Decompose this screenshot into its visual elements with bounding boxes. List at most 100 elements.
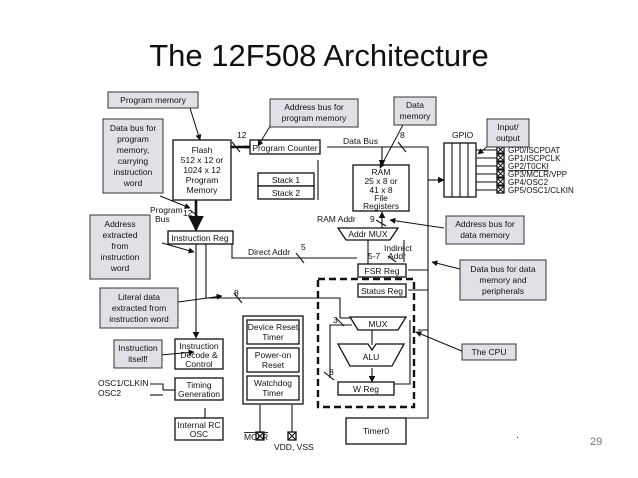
svg-text:Input/: Input/	[497, 122, 519, 132]
pin-label: GP1/ISCPCLK	[508, 154, 561, 163]
reset-timer-group: Device Reset Timer Power-on Reset Watchd…	[242, 315, 304, 405]
svg-text:Data bus for data: Data bus for data	[470, 264, 535, 274]
w-reg-block: W Reg	[337, 381, 395, 396]
svg-text:Timer: Timer	[262, 388, 284, 398]
callout-data-bus-data: Data bus for data memory and peripherals	[459, 259, 547, 301]
indirect-addr-label: Addr	[388, 251, 406, 261]
svg-text:Stack 2: Stack 2	[272, 188, 301, 198]
svg-text:Generation: Generation	[178, 389, 220, 399]
footer-dot: ·	[516, 432, 519, 442]
pin-x-marks	[496, 145, 505, 194]
svg-text:Timing: Timing	[186, 380, 211, 390]
supply-pins	[255, 431, 297, 441]
signal-labels: 12 Data Bus 8 Program Bus 12 RAM Addr 9 …	[98, 130, 413, 452]
svg-text:extracted from: extracted from	[112, 303, 166, 313]
svg-text:word: word	[123, 178, 143, 188]
data-bus-top	[327, 146, 429, 180]
status-reg-block: Status Reg	[357, 283, 407, 298]
mclr-label: MCLR	[244, 432, 268, 442]
ram-addr-label: RAM Addr	[317, 214, 356, 224]
vdd-vss-label: VDD, VSS	[274, 442, 314, 452]
svg-text:instruction: instruction	[114, 167, 153, 177]
svg-text:Address: Address	[104, 219, 135, 229]
svg-text:25 x 8 or: 25 x 8 or	[364, 176, 397, 186]
svg-text:extracted: extracted	[103, 230, 138, 240]
direct-address-bus	[231, 244, 357, 259]
pin-label: GP0/ISCPDAT	[508, 146, 560, 155]
slide-title: The 12F508 Architecture	[149, 38, 489, 73]
svg-text:Address bus for: Address bus for	[455, 219, 515, 229]
bus-width-label: 3	[333, 315, 338, 325]
svg-text:Flash: Flash	[192, 145, 213, 155]
svg-text:Device Reset: Device Reset	[248, 322, 299, 332]
svg-text:word: word	[110, 263, 130, 273]
bus-width-label: 5-7	[368, 251, 381, 261]
data-bus-label: Data Bus	[343, 136, 378, 146]
svg-text:Stack 1: Stack 1	[272, 175, 301, 185]
svg-text:Program: Program	[186, 175, 219, 185]
callout-instruction-itself: Instruction itself!	[113, 339, 163, 369]
svg-text:from: from	[112, 241, 129, 251]
callout-address-bus-data: Address bus for data memory	[445, 215, 525, 245]
mux-block: MUX	[348, 316, 408, 331]
svg-text:Control: Control	[185, 359, 213, 369]
osc1-label: OSC1/CLKIN	[98, 378, 149, 388]
pin-label: GP3/MCLR/VPP	[508, 170, 567, 179]
svg-text:Program memory: Program memory	[120, 95, 186, 105]
svg-text:Addr MUX: Addr MUX	[348, 229, 388, 239]
internal-rc-block: Internal RC OSC	[174, 417, 224, 441]
svg-text:File: File	[374, 193, 388, 203]
callout-address-bus-program: Address bus for program memory	[269, 98, 359, 128]
svg-text:memory: memory	[400, 111, 431, 121]
svg-text:Instruction: Instruction	[179, 341, 218, 351]
svg-text:W Reg: W Reg	[353, 384, 379, 394]
svg-text:Program Counter: Program Counter	[252, 143, 317, 153]
decode-block: Instruction Decode & Control	[174, 338, 224, 370]
svg-text:Address bus for: Address bus for	[284, 102, 344, 112]
flash-block: Flash 512 x 12 or 1024 x 12 Program Memo…	[172, 139, 232, 201]
program-counter-block: Program Counter	[249, 139, 321, 155]
svg-text:RAM: RAM	[372, 167, 391, 177]
direct-addr-label: Direct Addr	[248, 247, 290, 257]
program-bus-label: Bus	[155, 214, 170, 224]
bus-width-label: 12	[237, 130, 247, 140]
svg-text:Registers: Registers	[363, 201, 399, 211]
svg-text:program: program	[117, 134, 149, 144]
callout-literal-data: Literal data extracted from instruction …	[99, 287, 179, 329]
svg-text:instruction word: instruction word	[109, 314, 169, 324]
bus-width-label: 12	[183, 208, 193, 218]
svg-text:memory and: memory and	[479, 275, 527, 285]
svg-text:output: output	[496, 133, 520, 143]
svg-text:itself!: itself!	[128, 354, 148, 364]
svg-text:41 x 8: 41 x 8	[369, 185, 392, 195]
svg-text:instruction: instruction	[101, 252, 140, 262]
callout-program-memory: Program memory	[107, 91, 199, 109]
svg-text:Decode &: Decode &	[180, 350, 218, 360]
pin-label: GP2/T0CKI	[508, 162, 549, 171]
stack-block: Stack 1 Stack 2	[257, 172, 315, 200]
callout-the-cpu: The CPU	[461, 343, 517, 361]
osc2-label: OSC2	[98, 388, 121, 398]
pin-label: GP4/OSC2	[508, 178, 549, 187]
alu-block: ALU	[336, 343, 406, 367]
svg-text:1024 x 12: 1024 x 12	[183, 165, 221, 175]
svg-text:peripherals: peripherals	[482, 286, 524, 296]
svg-text:Memory: Memory	[187, 185, 218, 195]
callout-input-output: Input/ output	[486, 118, 530, 148]
bus-width-label: 8	[400, 130, 405, 140]
svg-text:512 x 12 or: 512 x 12 or	[181, 155, 224, 165]
bus-width-label: 8	[329, 367, 334, 377]
gpio-pins: GP0/ISCPDAT GP1/ISCPCLK GP2/T0CKI GP3/MC…	[496, 145, 574, 195]
svg-text:GPIO: GPIO	[452, 130, 474, 140]
bus-width-label: 5	[301, 242, 306, 252]
pin-label: GP5/OSC1/CLKIN	[508, 186, 574, 195]
program-bus-label: Program	[150, 205, 183, 215]
svg-text:ALU: ALU	[363, 352, 380, 362]
svg-text:Internal RC: Internal RC	[178, 420, 221, 430]
svg-text:Reset: Reset	[262, 360, 285, 370]
bus-width-label: 8	[234, 288, 239, 298]
cpu-boundary	[316, 277, 416, 409]
callout-address-extracted: Address extracted from instruction word	[89, 214, 151, 280]
